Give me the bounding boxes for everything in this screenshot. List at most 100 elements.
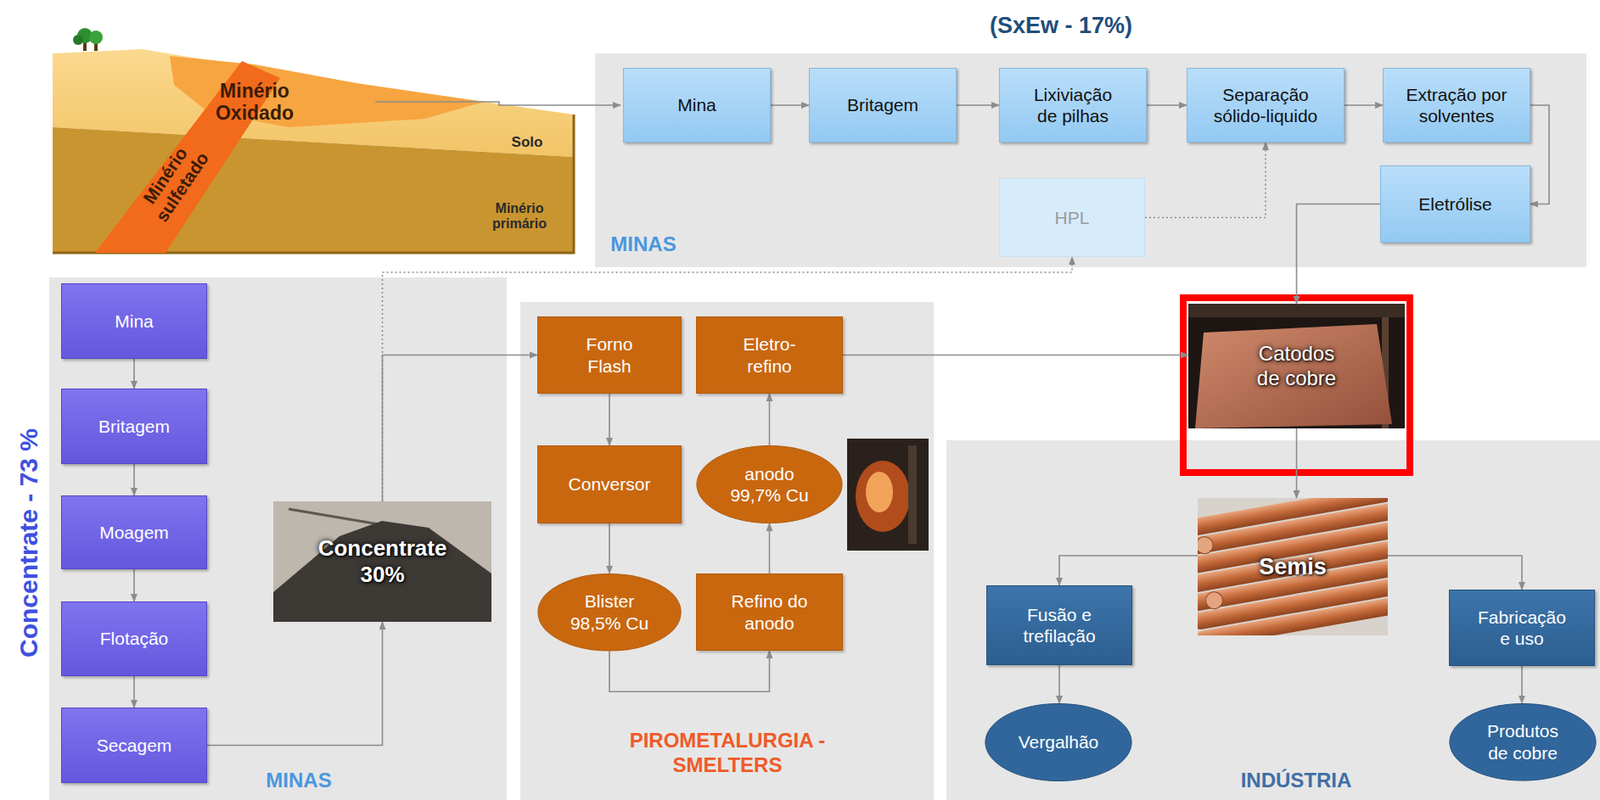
oxidized-ore	[169, 56, 484, 128]
product-ellipse: Produtos de cobre	[1448, 703, 1597, 782]
rod-end	[1204, 590, 1224, 611]
node-text: Refino do anodo	[722, 590, 818, 634]
panel-ground	[946, 440, 1600, 800]
photo-node: Catodos de cobre	[1188, 303, 1405, 429]
process-box: Forno Flash	[537, 316, 682, 394]
photo-node: Semis	[1197, 498, 1388, 636]
process-box: Fabricação e uso	[1448, 589, 1595, 667]
node-text: Concentrate 30%	[308, 535, 457, 589]
node-text: Mina	[114, 310, 154, 332]
process-box: Moagem	[61, 495, 208, 570]
ellipse-outline	[696, 445, 843, 523]
node-text: Extração por solventes	[1401, 84, 1512, 127]
process-box: Lixiviação de pilhas	[999, 67, 1147, 143]
flow-connector	[1145, 142, 1266, 219]
photo-sky	[273, 501, 492, 623]
flow-connector	[1059, 555, 1198, 586]
process-box: Conversor	[537, 445, 682, 524]
process-box: Mina	[623, 67, 771, 143]
process-box: Britagem	[808, 67, 957, 143]
ellipse-outline	[1449, 703, 1596, 781]
rod-end	[1197, 535, 1215, 556]
concentrate-pile	[273, 521, 492, 623]
process-box: Separação sólido-liquido	[1186, 67, 1345, 143]
node-text: Produtos de cobre	[1480, 720, 1566, 764]
product-ellipse: anodo 99,7% Cu	[696, 445, 843, 524]
concentrate-photo	[273, 501, 492, 623]
node-text: Eletrólise	[1418, 193, 1492, 215]
process-panel: (SxEw - 17%)MINASMinaBritagemLixiviação …	[595, 53, 1587, 268]
node-text: Fabricação e uso	[1474, 606, 1570, 650]
flow-connector	[608, 393, 611, 446]
node-text: Flotação	[100, 628, 169, 650]
process-box: Eletro- refino	[696, 316, 843, 394]
flow-connector	[608, 523, 611, 574]
flow-connector	[1296, 204, 1382, 305]
node-text: Fusão e trefilação	[1011, 604, 1107, 647]
process-box: Britagem	[61, 388, 208, 465]
node-text: Mina	[677, 94, 717, 116]
flow-connector	[1296, 428, 1298, 499]
photo-frame	[908, 445, 917, 545]
copper-rod	[1197, 594, 1388, 636]
flow-connector	[1387, 555, 1522, 590]
process-box: Extração por solventes	[1382, 67, 1531, 143]
ellipse-outline	[538, 573, 681, 652]
panel-heading: MINAS	[610, 232, 676, 258]
flow-connector	[133, 676, 135, 708]
molten-core	[865, 471, 893, 513]
panel-heading: MINAS	[265, 769, 332, 794]
panel-ground	[49, 277, 507, 800]
panel-heading: Concentrate - 73 %	[13, 428, 45, 658]
ellipse-shape	[537, 573, 682, 652]
panel-ground	[595, 53, 1587, 268]
process-box: Fusão e trefilação	[986, 585, 1133, 666]
node-text: Semis	[1258, 553, 1327, 581]
process-box: Refino do anodo	[696, 573, 843, 652]
cathode-photo	[1188, 303, 1405, 429]
node-text: Britagem	[98, 415, 170, 438]
ellipse-shape	[1448, 703, 1597, 782]
process-box: Eletrólise	[1380, 165, 1531, 243]
node-text: Britagem	[847, 94, 919, 116]
flow-connector	[769, 393, 771, 446]
node-text: Separação sólido-liquido	[1206, 84, 1325, 127]
flow-connector	[133, 359, 135, 389]
process-box: Mina	[61, 283, 208, 360]
photo-ground	[1188, 303, 1405, 429]
product-ellipse: Blister 98,5% Cu	[537, 573, 682, 652]
geology-illustration	[52, 28, 574, 253]
photo-ground	[847, 438, 929, 551]
photo-node: Concentrate 30%	[273, 501, 492, 623]
process-box: Secagem	[61, 707, 208, 784]
node-text: Eletro- refino	[731, 333, 809, 377]
flow-connector	[207, 622, 383, 747]
node-text: Vergalhão	[1018, 731, 1100, 753]
flow-connector	[769, 523, 771, 574]
photo-beam	[1188, 303, 1405, 318]
flow-connector	[609, 651, 770, 692]
tree-crown	[89, 30, 103, 45]
flow-connector	[1344, 104, 1383, 107]
node-text: Lixiviação de pilhas	[1025, 84, 1121, 127]
product-ellipse: Vergalhão	[984, 703, 1133, 782]
flow-connector	[133, 464, 135, 496]
node-text: Moagem	[99, 522, 169, 544]
panel-heading: PIROMETALURGIA - SMELTERS	[617, 729, 838, 779]
process-box: Flotação	[61, 601, 208, 677]
tree-crown	[72, 34, 84, 45]
flow-connector	[1146, 104, 1187, 107]
flow-connector	[133, 569, 135, 602]
flow-connector	[842, 354, 1189, 357]
flow-connector	[956, 104, 1000, 107]
illustration-label: Minério Oxidado	[207, 79, 302, 125]
node-text: Forno Flash	[571, 333, 648, 377]
process-box: HPL	[999, 178, 1146, 258]
panel-heading: INDÚSTRIA	[1240, 769, 1353, 794]
ore-feed-line	[375, 101, 621, 106]
panel-ground	[520, 302, 934, 800]
ellipse-shape	[696, 445, 843, 524]
flow-connector	[1530, 105, 1550, 205]
illustration-label: Solo	[511, 134, 544, 152]
